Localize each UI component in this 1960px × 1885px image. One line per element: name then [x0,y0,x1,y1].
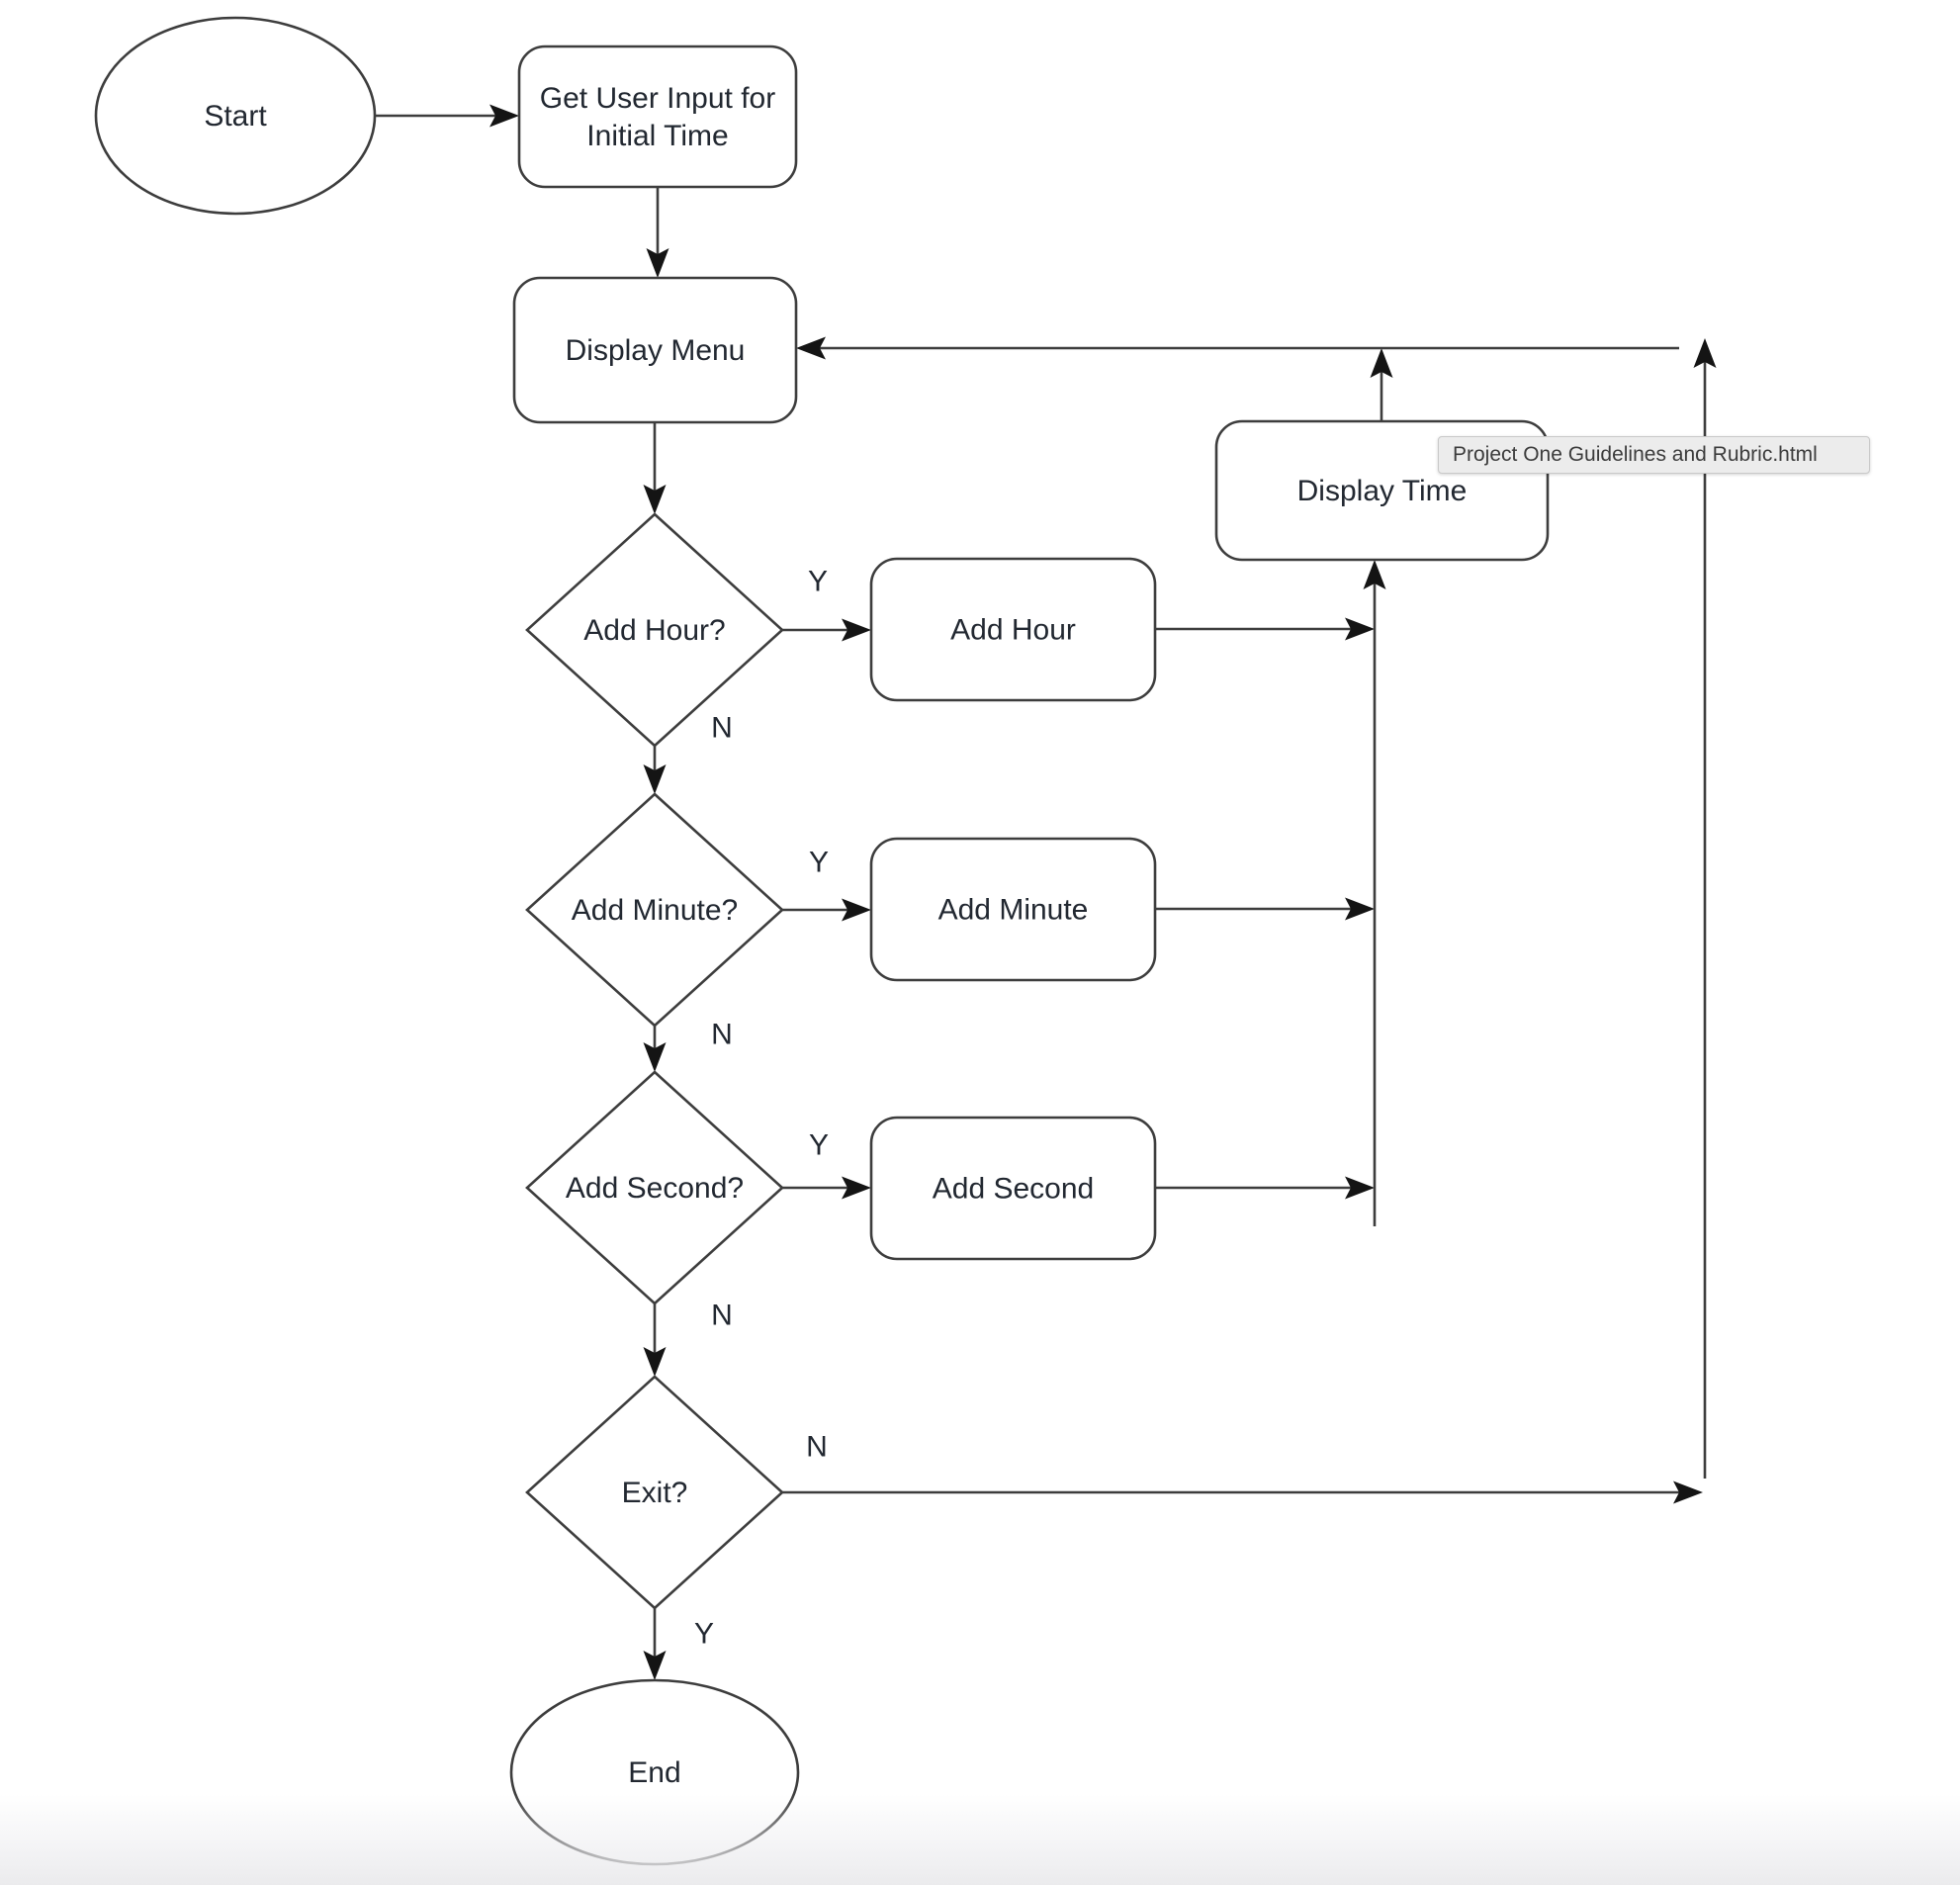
add-minute-yes-label: Y [809,847,829,879]
exit-yes-label: Y [694,1618,714,1651]
exit-no-arrowhead-icon [1673,1481,1703,1504]
add-second-no-arrowhead-icon [643,1347,667,1377]
add-hour-node [869,557,1157,702]
link-status-tooltip-text: Project One Guidelines and Rubric.html [1453,443,1818,466]
display-time-label: Display Time [1297,475,1468,507]
add-hour-no-arrowhead-icon [643,764,667,794]
link-status-tooltip: Project One Guidelines and Rubric.html [1438,436,1870,474]
start-to-input-arrowhead-icon [490,104,519,128]
add-hour-no-label: N [711,712,733,745]
add-second-yes-arrowhead-icon [842,1176,871,1200]
exit-q-node [525,1375,784,1610]
exit-yes-arrowhead-icon [643,1651,667,1680]
add-second-label: Add Second [933,1172,1094,1205]
end-label: End [628,1756,680,1789]
menu-to-add-hour-arrowhead-icon [643,485,667,514]
exit-q-label: Exit? [622,1477,688,1509]
add-minute-q-label: Add Minute? [572,894,738,927]
input-to-menu-arrowhead-icon [646,248,669,278]
add-hour-to-join-arrowhead-icon [1345,617,1375,641]
add-second-yes-label: Y [809,1129,829,1162]
add-second-node [869,1116,1157,1261]
display-time-to-return-arrowhead-icon [1370,348,1393,378]
get-user-input-node [517,45,798,189]
add-minute-no-label: N [711,1019,733,1051]
exit-no-label: N [806,1431,828,1464]
add-hour-q-label: Add Hour? [583,614,725,647]
add-minute-q-node [525,792,784,1028]
join-to-display-time-arrowhead-icon [1363,560,1386,589]
add-second-q-label: Add Second? [566,1172,744,1205]
add-minute-label: Add Minute [938,893,1089,926]
add-minute-to-join-arrowhead-icon [1345,897,1375,921]
display-menu-node [512,276,798,424]
add-hour-label: Add Hour [950,613,1076,646]
add-hour-yes-label: Y [808,566,828,598]
add-minute-node [869,837,1157,982]
return-to-menu-arrowhead-icon [796,336,826,360]
add-second-to-join-arrowhead-icon [1345,1176,1375,1200]
add-second-no-label: N [711,1300,733,1332]
add-hour-yes-arrowhead-icon [842,618,871,642]
add-hour-q-node [525,512,784,748]
add-second-q-node [525,1070,784,1305]
start-label: Start [204,100,267,133]
loop-up-arrowhead-icon [1693,338,1717,368]
start-node [94,16,377,216]
display-menu-label: Display Menu [566,334,746,367]
add-minute-no-arrowhead-icon [643,1042,667,1072]
add-minute-yes-arrowhead-icon [842,898,871,922]
